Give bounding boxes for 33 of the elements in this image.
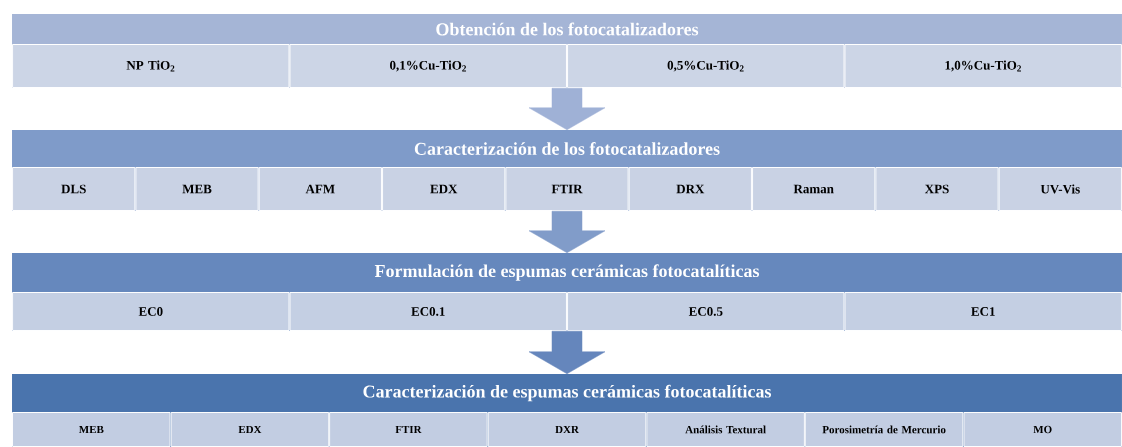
section-title: Caracterización de los fotocatalizadores [414, 142, 720, 155]
section-title: Formulación de espumas cerámicas fotocatalíticas [374, 264, 760, 281]
table-cell: MEB [12, 412, 171, 447]
table-cell: EC1 [844, 292, 1122, 331]
block-arrow [528, 87, 606, 131]
table-cell: UV-Vis [998, 167, 1122, 211]
table-cell: DXR [487, 412, 647, 447]
table-cell: EDX [170, 412, 330, 447]
table-cell: Análisis Textural [646, 412, 805, 447]
table-cell: DRX [628, 167, 752, 211]
node-label: Porosimetría de Mercurio [822, 425, 946, 434]
table-cell: 0,1%Cu-TiO$_{2}$ [289, 44, 567, 88]
table-cell: EC0.1 [289, 292, 567, 331]
table-cell: MO [963, 412, 1122, 447]
table-cell: XPS [875, 167, 999, 211]
table-cell: FTIR [329, 412, 488, 447]
block-arrow [528, 330, 606, 375]
node-label: EDX [238, 425, 262, 434]
table-cell: FTIR [505, 167, 629, 211]
section-title: Caracterización de espumas cerámicas fotocatalíticas [363, 384, 772, 402]
table-cell: DLS [12, 167, 136, 211]
table-cell: 0,5%Cu-TiO$_{2}$ [567, 44, 845, 88]
table-cell: Raman [752, 167, 876, 211]
table-cell: AFM [258, 167, 382, 211]
table-cell: MEB [135, 167, 259, 211]
table-cell: EC0.5 [567, 292, 845, 331]
table-cell: NP TiO$_{2}$ [12, 44, 290, 88]
block-arrow [528, 210, 606, 254]
table-cell: EC0 [12, 292, 290, 331]
table-cell: 1,0%Cu-TiO$_{2}$ [844, 44, 1122, 88]
table-cell: Porosimetría de Mercurio [804, 412, 964, 447]
table-cell: EDX [382, 167, 506, 211]
section-title: Obtención de los fotocatalizadores [436, 22, 699, 36]
